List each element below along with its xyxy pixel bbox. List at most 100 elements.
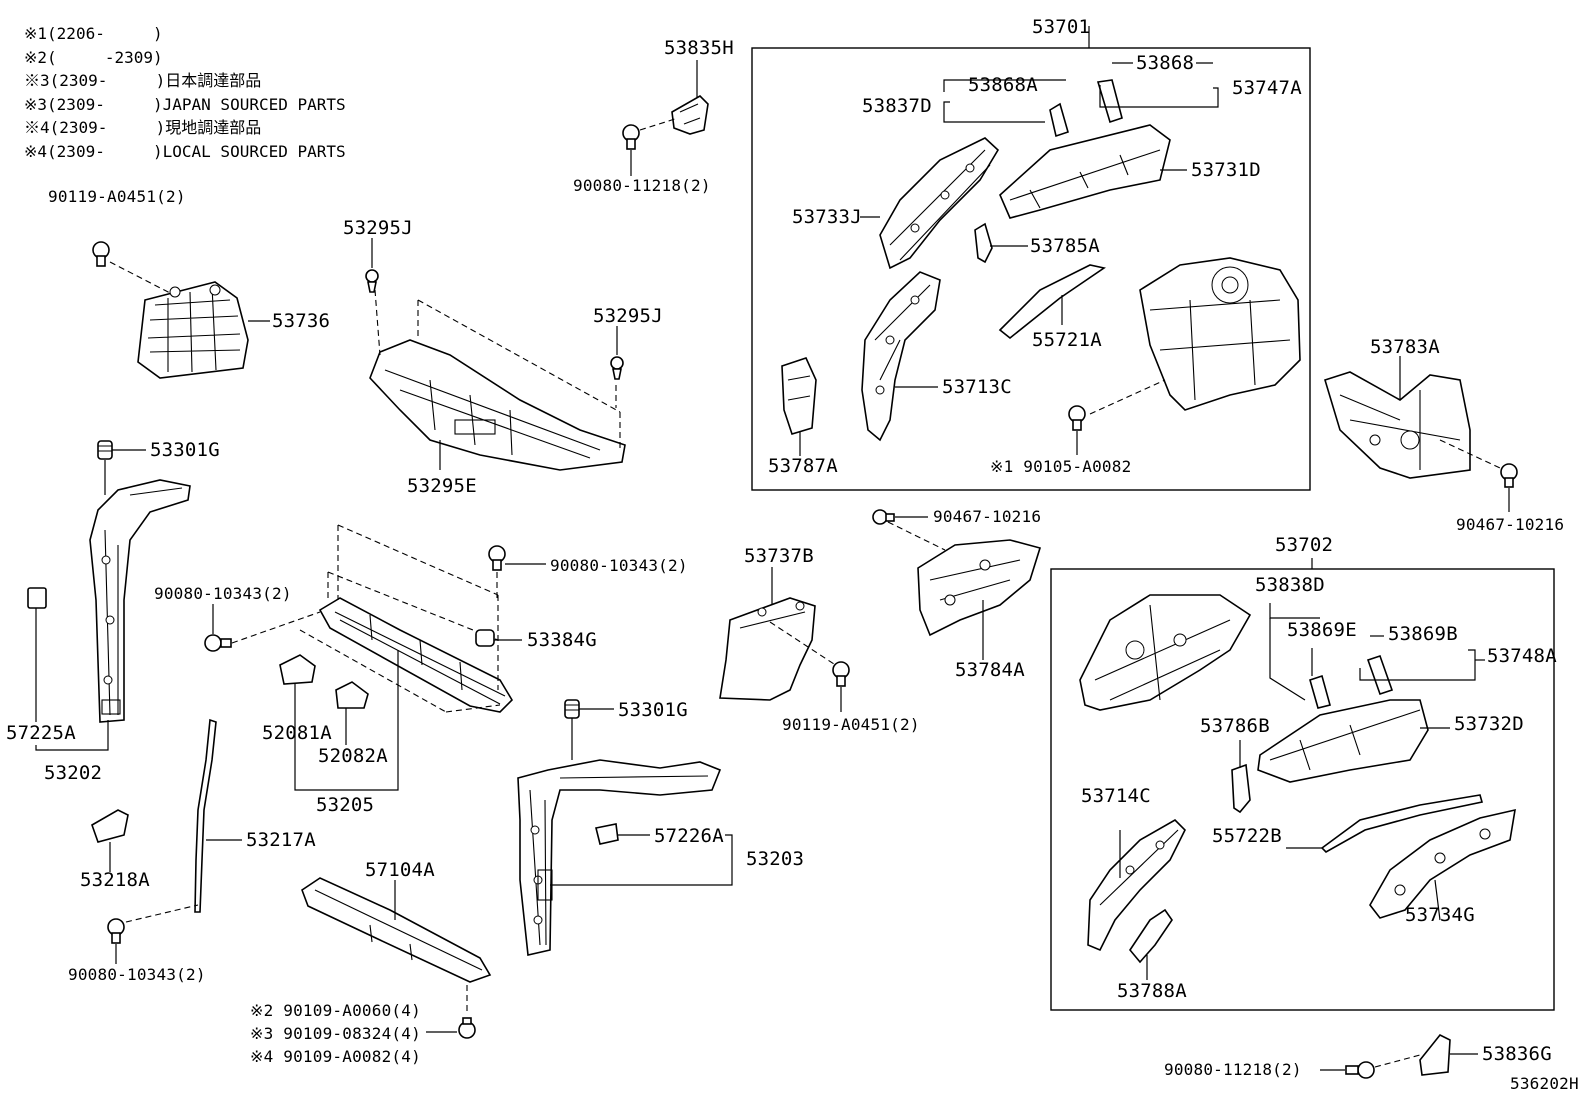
stopper-53384G (475, 629, 495, 647)
label-53205: 53205 (316, 794, 375, 816)
label-90080-10343-a: 90080-10343(2) (154, 584, 292, 603)
label-53701: 53701 (1032, 16, 1091, 38)
part-53205 (318, 597, 514, 713)
bump-53301G-b (564, 699, 580, 719)
bump-53301G-a (97, 440, 113, 460)
label-90080-10343-c: 90080-10343(2) (68, 965, 206, 984)
bolt-90119-b (832, 661, 850, 687)
note-4: ※3(2309- )JAPAN SOURCED PARTS (24, 94, 346, 114)
part-53836G (1419, 1033, 1451, 1076)
bolt-90467-a (872, 509, 895, 525)
part-55722B (1320, 794, 1484, 853)
label-53384G: 53384G (527, 629, 597, 651)
label-53868A: 53868A (968, 74, 1038, 96)
label-53203: 53203 (746, 848, 805, 870)
part-apron-53701 (1139, 257, 1301, 411)
part-53217A (194, 718, 217, 913)
part-53737B (719, 597, 816, 701)
label-53784A: 53784A (955, 659, 1025, 681)
label-52082A: 52082A (318, 745, 388, 767)
part-53202 (89, 479, 191, 723)
bolt-90467-b (1500, 463, 1518, 488)
label-53838D: 53838D (1255, 574, 1325, 596)
label-53737B: 53737B (744, 545, 814, 567)
label-90105: ※1 90105-A0082 (990, 457, 1132, 476)
note-5: ※4(2309- )現地調達部品 (24, 118, 262, 137)
label-55721A: 55721A (1032, 329, 1102, 351)
note-6: ※4(2309- )LOCAL SOURCED PARTS (24, 141, 346, 161)
label-53869E: 53869E (1287, 619, 1357, 641)
label-53714C: 53714C (1081, 785, 1151, 807)
part-53218A (91, 809, 129, 843)
part-53736 (137, 281, 249, 379)
label-57226A: 57226A (654, 825, 724, 847)
label-53295J-a: 53295J (343, 217, 413, 239)
part-53785A (974, 222, 993, 264)
part-53714C (1087, 819, 1186, 952)
label-536202H: 536202H (1510, 1074, 1579, 1093)
label-53217A: 53217A (246, 829, 316, 851)
label-90467-a: 90467-10216 (933, 507, 1042, 526)
part-53713C (861, 271, 941, 442)
label-53301G-b: 53301G (618, 699, 688, 721)
clip-53295J-a (365, 269, 379, 293)
part-55721A (998, 264, 1106, 340)
label-90119-a: 90119-A0451(2) (48, 187, 186, 206)
label-90467-b: 90467-10216 (1456, 515, 1565, 534)
part-53732D (1257, 699, 1429, 783)
group-box-53702 (1050, 568, 1555, 1011)
bolt-90105 (1068, 405, 1086, 431)
label-90109-b: ※3 90109-08324(4) (250, 1024, 421, 1043)
label-53301G-a: 53301G (150, 439, 220, 461)
label-57225A: 57225A (6, 722, 76, 744)
label-53748A: 53748A (1487, 645, 1557, 667)
label-53836G: 53836G (1482, 1043, 1552, 1065)
group-box-53701 (751, 47, 1311, 491)
label-90109-a: ※2 90109-A0060(4) (250, 1001, 421, 1020)
part-53786B (1231, 763, 1251, 814)
label-90080-10343-b: 90080-10343(2) (550, 556, 688, 575)
part-53783A (1324, 371, 1471, 479)
label-53295E: 53295E (407, 475, 477, 497)
label-53788A: 53788A (1117, 980, 1187, 1002)
label-53202: 53202 (44, 762, 103, 784)
bolt-90119-a (92, 241, 110, 267)
note-2: ※2( -2309) (24, 47, 163, 67)
part-52081A (279, 654, 316, 685)
label-53731D: 53731D (1191, 159, 1261, 181)
clip-53295J-b (610, 356, 624, 380)
part-53203 (517, 759, 722, 956)
label-53835H: 53835H (664, 37, 734, 59)
part-apron-53702 (1079, 594, 1252, 711)
part-53734G (1369, 808, 1516, 919)
bolt-90080-10343-b (488, 545, 506, 571)
label-53747A: 53747A (1232, 77, 1302, 99)
label-90109-c: ※4 90109-A0082(4) (250, 1047, 421, 1066)
part-53787A (781, 357, 817, 435)
label-53736: 53736 (272, 310, 331, 332)
part-52082A (335, 681, 369, 709)
bolt-90080-10343-c (107, 918, 125, 944)
part-53733J (879, 137, 1000, 270)
label-55722B: 55722B (1212, 825, 1282, 847)
part-53835H (671, 95, 709, 135)
label-57104A: 57104A (365, 859, 435, 881)
label-53868: 53868 (1136, 52, 1195, 74)
label-53785A: 53785A (1030, 235, 1100, 257)
clip-57225A (27, 587, 47, 609)
notes-block: ※1(2206- ) ※2( -2309) ※3(2309- )日本調達部品 ※… (24, 22, 346, 163)
label-53837D: 53837D (862, 95, 932, 117)
label-53713C: 53713C (942, 376, 1012, 398)
label-90080-11218-b: 90080-11218(2) (1164, 1060, 1302, 1079)
bolt-90109 (458, 1017, 476, 1039)
part-53731D (999, 124, 1171, 219)
label-52081A: 52081A (262, 722, 332, 744)
note-3: ※3(2309- )日本調達部品 (24, 71, 262, 90)
part-53837D-brackets (1049, 79, 1123, 138)
part-53295E (369, 339, 626, 471)
clip-57226A (595, 823, 619, 845)
label-53787A: 53787A (768, 455, 838, 477)
label-53733J: 53733J (792, 206, 862, 228)
